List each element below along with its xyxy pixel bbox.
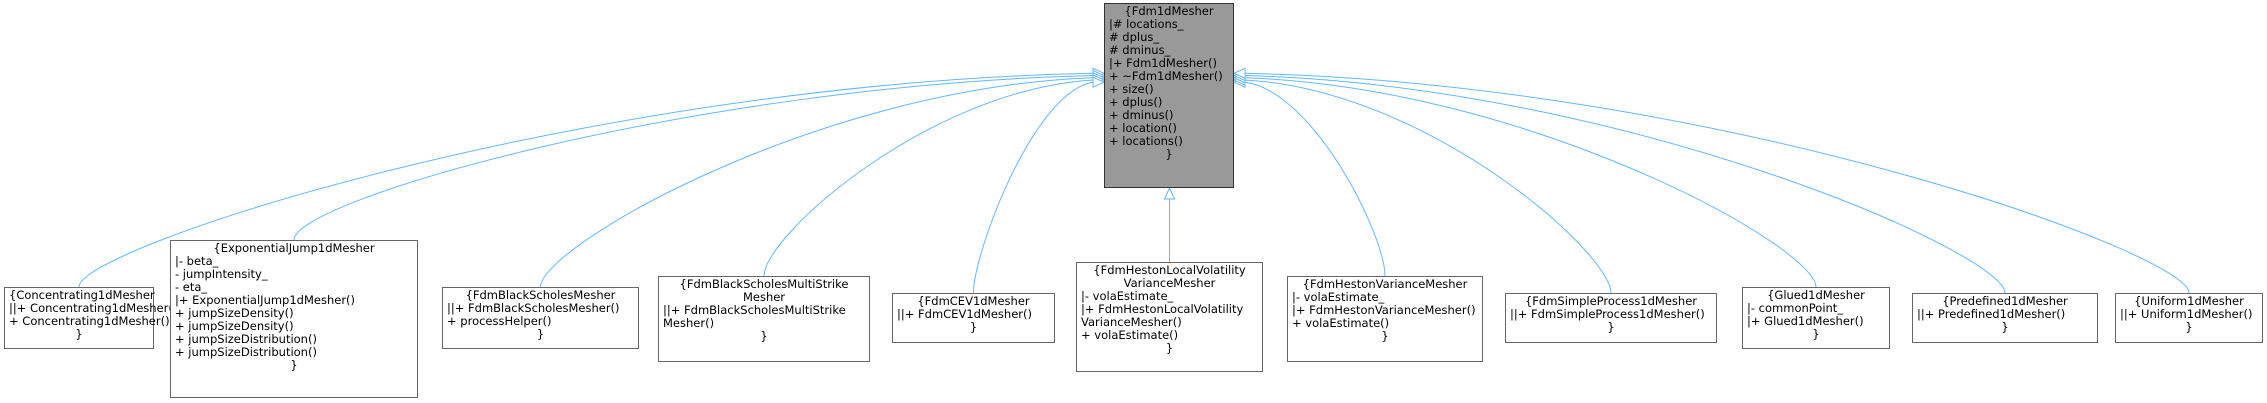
member-line: + jumpSizeDensity() (175, 306, 294, 320)
inheritance-arrowhead (1163, 186, 1176, 200)
member-line: + locations() (1109, 134, 1183, 148)
class-title: {FdmBlackScholesMesher (465, 288, 616, 302)
class-box-fdmcev1dmesher[interactable]: {FdmCEV1dMesher ||+ FdmCEV1dMesher() } (892, 293, 1055, 343)
member-line: |+ ExponentialJump1dMesher() (175, 293, 356, 307)
member-line: + size() (1109, 82, 1154, 96)
class-box-fdmhestonlocalvolatilityvariancemesher[interactable]: {FdmHestonLocalVolatility VarianceMesher… (1076, 262, 1263, 372)
member-line: + dplus() (1109, 95, 1163, 109)
class-box-predefined1dmesher[interactable]: {Predefined1dMesher ||+ Predefined1dMesh… (1912, 293, 2098, 343)
inheritance-edge (293, 75, 1094, 241)
class-close: } (2185, 320, 2193, 334)
class-box-fdmhestonvariancemesher[interactable]: {FdmHestonVarianceMesher |- volaEstimate… (1287, 276, 1483, 362)
inheritance-edge (1244, 77, 1817, 288)
member-line: + location() (1109, 121, 1177, 135)
class-title: {Glued1dMesher (1767, 288, 1865, 302)
class-title: {FdmHestonLocalVolatility VarianceMesher (1093, 263, 1246, 290)
class-title: {FdmHestonVarianceMesher (1302, 277, 1468, 291)
member-line: |- beta_ (175, 254, 219, 268)
class-title: {FdmCEV1dMesher (917, 294, 1030, 308)
inheritance-edge (1244, 81, 1386, 277)
member-line: ||+ Predefined1dMesher() (1917, 307, 2066, 321)
class-title: {FdmSimpleProcess1dMesher (1524, 294, 1698, 308)
class-close: } (1165, 341, 1174, 355)
member-line: + dminus() (1109, 108, 1174, 122)
class-box-glued1dmesher[interactable]: {Glued1dMesher |- commonPoint_ |+ Glued1… (1742, 287, 1890, 349)
inheritance-edge (540, 77, 1094, 288)
member-line: Mesher() (663, 316, 715, 330)
member-line: + jumpSizeDistribution() (175, 332, 317, 346)
class-close: } (1381, 329, 1389, 343)
class-title: {Fdm1dMesher (1124, 4, 1214, 18)
inheritance-edge (763, 79, 1094, 277)
class-title: {Uniform1dMesher (2134, 294, 2244, 308)
member-line: |- volaEstimate_ (1081, 289, 1174, 303)
class-box-fdmsimpleprocess1dmesher[interactable]: {FdmSimpleProcess1dMesher ||+ FdmSimpleP… (1505, 293, 1717, 343)
class-box-fdmblackscholesmultistrikemesher[interactable]: {FdmBlackScholesMultiStrike Mesher ||+ F… (658, 276, 870, 362)
member-line: + Concentrating1dMesher() (9, 314, 170, 328)
inheritance-edge (973, 81, 1094, 294)
member-line: ||+ FdmBlackScholesMultiStrike (663, 303, 846, 317)
inheritance-edge (1244, 75, 2006, 294)
class-close: } (1607, 320, 1615, 334)
class-close: } (969, 320, 978, 334)
class-box-fdm1dmesher[interactable]: {Fdm1dMesher |# locations_ # dplus_ # dm… (1104, 3, 1234, 188)
member-line: ||+ FdmBlackScholesMesher() (447, 301, 620, 315)
member-line: + ~Fdm1dMesher() (1109, 69, 1223, 83)
member-line: VarianceMesher() (1081, 315, 1182, 329)
class-close: } (290, 358, 298, 372)
class-title: {FdmBlackScholesMultiStrike Mesher (679, 277, 849, 304)
member-line: - jumpIntensity_ (175, 267, 268, 281)
member-line: # dminus_ (1109, 43, 1171, 57)
member-line: - eta_ (175, 280, 208, 294)
member-line: |+ Glued1dMesher() (1747, 314, 1864, 328)
member-line: ||+ Concentrating1dMesher() (9, 301, 178, 315)
member-line: |- commonPoint_ (1747, 301, 1844, 315)
class-close: } (1165, 147, 1173, 161)
class-close: } (75, 327, 83, 341)
class-close: } (2001, 320, 2009, 334)
member-line: ||+ Uniform1dMesher() (2120, 307, 2253, 321)
class-box-concentrating1dmesher[interactable]: {Concentrating1dMesher ||+ Concentrating… (4, 287, 178, 349)
class-close: } (536, 327, 545, 341)
class-close: } (760, 329, 768, 343)
class-title: {Predefined1dMesher (1942, 294, 2068, 308)
member-line: + volaEstimate() (1292, 316, 1390, 330)
inheritance-arrowhead (1092, 76, 1106, 88)
member-line: |# locations_ (1109, 17, 1184, 31)
member-line: ||+ FdmCEV1dMesher() (897, 307, 1032, 321)
inheritance-edge (1244, 72, 2190, 294)
inheritance-edge (78, 72, 1094, 288)
member-line: + processHelper() (447, 314, 552, 328)
member-line: + volaEstimate() (1081, 328, 1179, 342)
member-line: |+ Fdm1dMesher() (1109, 56, 1217, 70)
member-line: # dplus_ (1109, 30, 1160, 44)
member-line: + jumpSizeDistribution() (175, 345, 317, 359)
class-box-uniform1dmesher[interactable]: {Uniform1dMesher ||+ Uniform1dMesher() } (2115, 293, 2263, 343)
class-close: } (1812, 327, 1820, 341)
member-line: + jumpSizeDensity() (175, 319, 294, 333)
inheritance-arrowhead (1232, 67, 1246, 80)
class-box-fdmblackscholesmesher[interactable]: {FdmBlackScholesMesher ||+ FdmBlackSchol… (442, 287, 639, 349)
inheritance-edge (1244, 79, 1612, 294)
member-line: |+ FdmHestonLocalVolatility (1081, 302, 1244, 316)
class-title: {ExponentialJump1dMesher (213, 241, 375, 255)
class-title: {Concentrating1dMesher (9, 288, 155, 302)
class-box-exponentialjump1dmesher[interactable]: {ExponentialJump1dMesher |- beta_ - jump… (170, 240, 418, 398)
member-line: |- volaEstimate_ (1292, 290, 1385, 304)
member-line: ||+ FdmSimpleProcess1dMesher() (1510, 307, 1705, 321)
member-line: |+ FdmHestonVarianceMesher() (1292, 303, 1476, 317)
